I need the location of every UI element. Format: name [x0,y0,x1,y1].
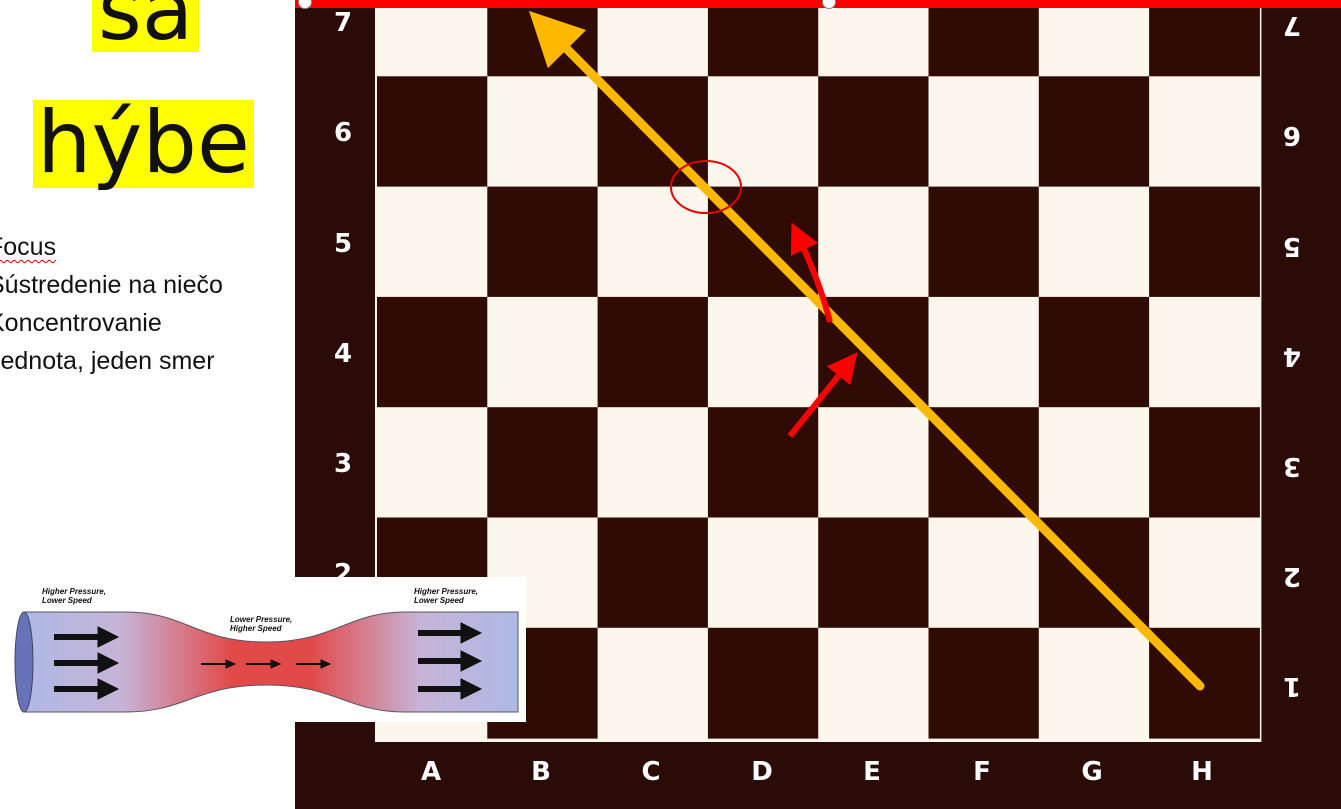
rank-label-right-6: 6 [1272,120,1312,150]
file-label-h: H [1182,757,1222,787]
venturi-diagram[interactable]: Higher Pressure, Lower Speed Lower Press… [6,577,526,722]
square-d5[interactable] [708,187,819,298]
square-a7[interactable] [377,0,488,77]
square-h5[interactable] [1149,187,1260,298]
square-d2[interactable] [708,518,819,629]
square-d6[interactable] [708,76,819,187]
square-a4[interactable] [377,297,488,408]
square-e7[interactable] [818,0,929,77]
square-b4[interactable] [487,297,598,408]
square-f5[interactable] [929,187,1040,298]
square-g4[interactable] [1039,297,1150,408]
title-word-sa: sa [92,0,199,52]
square-e1[interactable] [818,628,929,739]
square-f2[interactable] [929,518,1040,629]
rank-label-5: 5 [323,229,363,259]
square-g6[interactable] [1039,76,1150,187]
square-b5[interactable] [487,187,598,298]
note-item: Koncentrovanie [0,304,223,342]
note-item: Focus [0,228,223,266]
square-g5[interactable] [1039,187,1150,298]
venturi-label-center: Lower Pressure, Higher Speed [230,615,310,633]
file-label-f: F [962,757,1002,787]
square-f6[interactable] [929,76,1040,187]
square-f3[interactable] [929,407,1040,518]
square-h1[interactable] [1149,628,1260,739]
rank-label-4: 4 [323,339,363,369]
rank-label-right-7: 7 [1272,10,1312,40]
rank-label-right-2: 2 [1272,561,1312,591]
square-h2[interactable] [1149,518,1260,629]
square-e6[interactable] [818,76,929,187]
square-c6[interactable] [598,76,709,187]
rank-label-7: 7 [323,8,363,38]
square-h3[interactable] [1149,407,1260,518]
file-label-g: G [1072,757,1112,787]
venturi-label-right: Higher Pressure, Lower Speed [414,587,494,605]
rank-label-right-3: 3 [1272,451,1312,481]
square-c1[interactable] [598,628,709,739]
square-f1[interactable] [929,628,1040,739]
rank-label-6: 6 [323,118,363,148]
square-e5[interactable] [818,187,929,298]
square-e4[interactable] [818,297,929,408]
file-label-d: D [742,757,782,787]
notes-list: Focus Sústredenie na niečo Koncentrovani… [0,228,223,380]
square-d4[interactable] [708,297,819,408]
square-d1[interactable] [708,628,819,739]
selection-bar[interactable] [295,0,1341,8]
square-b6[interactable] [487,76,598,187]
square-c7[interactable] [598,0,709,77]
square-g3[interactable] [1039,407,1150,518]
square-c3[interactable] [598,407,709,518]
square-h7[interactable] [1149,0,1260,77]
square-d7[interactable] [708,0,819,77]
file-label-a: A [411,757,451,787]
square-b7[interactable] [487,0,598,77]
square-e3[interactable] [818,407,929,518]
rank-label-3: 3 [323,449,363,479]
square-c2[interactable] [598,518,709,629]
venturi-label-left: Higher Pressure, Lower Speed [42,587,122,605]
square-c4[interactable] [598,297,709,408]
square-a6[interactable] [377,76,488,187]
rank-label-right-4: 4 [1272,341,1312,371]
file-label-e: E [852,757,892,787]
file-label-c: C [631,757,671,787]
square-g2[interactable] [1039,518,1150,629]
square-b3[interactable] [487,407,598,518]
file-label-b: B [521,757,561,787]
square-c5[interactable] [598,187,709,298]
square-a3[interactable] [377,407,488,518]
square-d3[interactable] [708,407,819,518]
square-h6[interactable] [1149,76,1260,187]
square-f4[interactable] [929,297,1040,408]
square-g1[interactable] [1039,628,1150,739]
square-f7[interactable] [929,0,1040,77]
note-item: Sústredenie na niečo [0,266,223,304]
square-h4[interactable] [1149,297,1260,408]
rank-label-right-1: 1 [1272,671,1312,701]
rank-label-right-5: 5 [1272,231,1312,261]
square-a5[interactable] [377,187,488,298]
note-item: Jednota, jeden smer [0,342,223,380]
square-g7[interactable] [1039,0,1150,77]
title-word-hybe: hýbe [33,100,254,188]
square-e2[interactable] [818,518,929,629]
